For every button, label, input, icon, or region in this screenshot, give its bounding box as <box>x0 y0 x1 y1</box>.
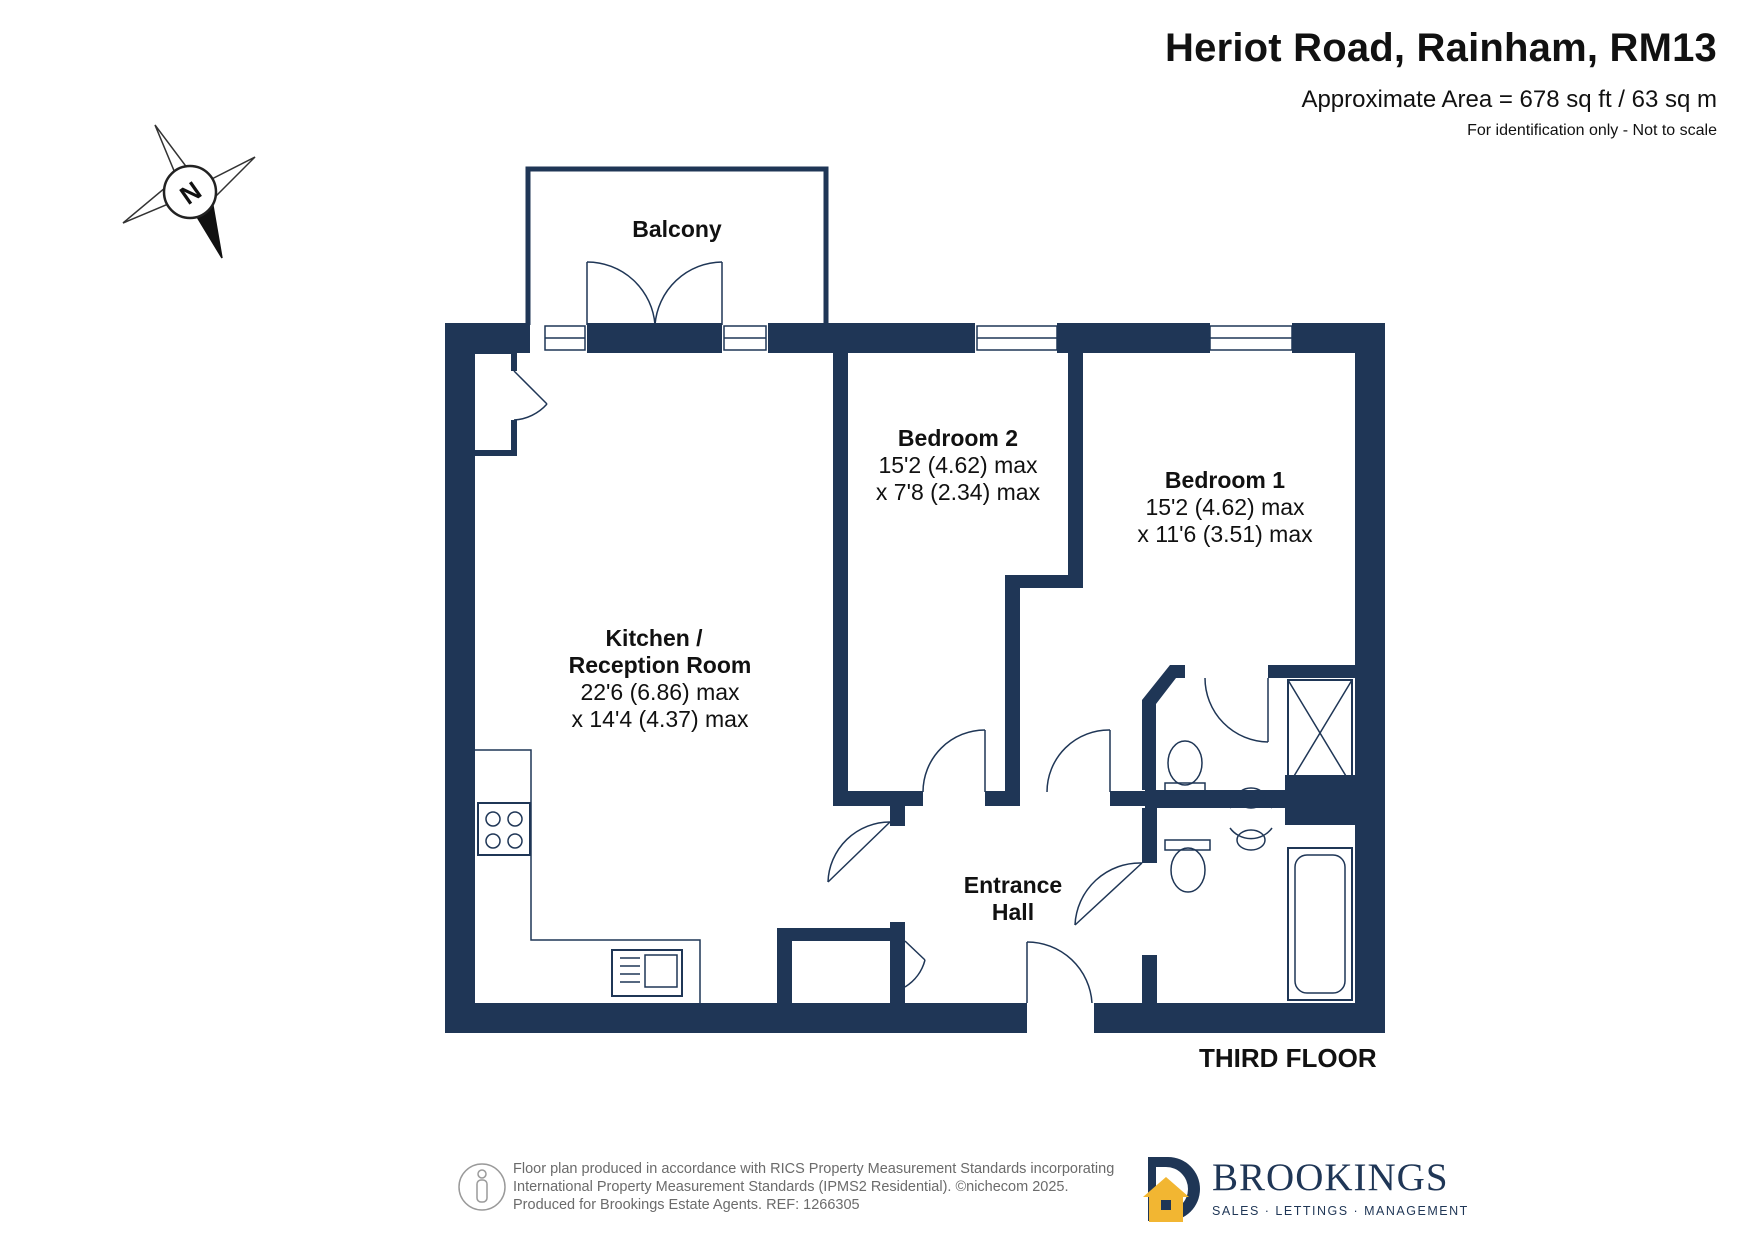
bedroom2-dimension-1: 15'2 (4.62) max <box>878 452 1038 478</box>
footer-line-3: Produced for Brookings Estate Agents. RE… <box>513 1197 860 1213</box>
kitchen-dimension-2: x 14'4 (4.37) max <box>572 706 749 732</box>
brand-tagline: SALES · LETTINGS · MANAGEMENT <box>1212 1204 1469 1218</box>
balcony-outline <box>525 166 829 325</box>
kitchen-label-line2: Reception Room <box>569 652 752 678</box>
disclaimer-note: For identification only - Not to scale <box>1467 122 1717 139</box>
bedroom2-label: Bedroom 2 <box>898 425 1018 451</box>
footer-disclaimer: Floor plan produced in accordance with R… <box>513 1160 1114 1214</box>
approximate-area: Approximate Area = 678 sq ft / 63 sq m <box>1301 86 1717 113</box>
page-title: Heriot Road, Rainham, RM13 <box>1165 26 1717 70</box>
hall-label-line1: Entrance <box>964 872 1062 898</box>
person-icon <box>458 1163 506 1211</box>
windows <box>544 325 1293 351</box>
doors <box>513 261 1269 1004</box>
bedroom1-label: Bedroom 1 <box>1165 467 1285 493</box>
bedroom1-dimension-2: x 11'6 (3.51) max <box>1137 521 1313 547</box>
internal-walls <box>472 352 1355 1003</box>
footer-line-2: International Property Measurement Stand… <box>513 1179 1069 1195</box>
floor-label: THIRD FLOOR <box>1199 1043 1377 1073</box>
kitchen-label-line1: Kitchen / <box>605 625 703 651</box>
kitchen-dimension-1: 22'6 (6.86) max <box>580 679 740 705</box>
outer-walls <box>445 323 1385 1033</box>
fixtures <box>475 679 1353 1003</box>
bedroom1-dimension-1: 15'2 (4.62) max <box>1145 494 1305 520</box>
brand-name: BROOKINGS <box>1212 1156 1449 1199</box>
footer-line-1: Floor plan produced in accordance with R… <box>513 1161 1115 1177</box>
hall-label-line2: Hall <box>992 899 1034 925</box>
bedroom2-dimension-2: x 7'8 (2.34) max <box>876 479 1041 505</box>
compass-icon: N <box>122 124 256 259</box>
balcony-label: Balcony <box>632 216 722 242</box>
brand-logo-icon <box>1143 1157 1200 1222</box>
